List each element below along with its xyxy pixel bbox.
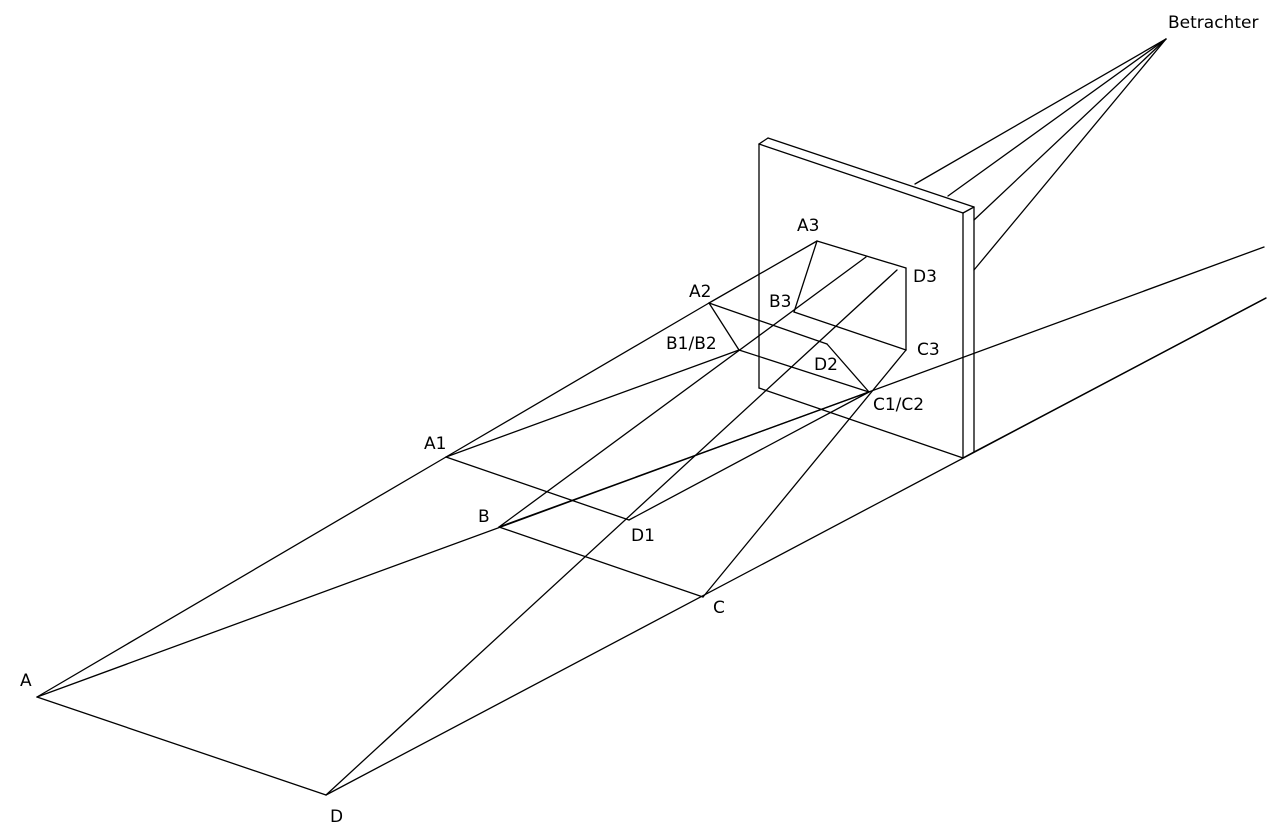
point-labels: Betrachter A B C D A1 D1 A2 B1/B2 D2 C1/… xyxy=(20,13,1258,827)
label-d1: D1 xyxy=(631,526,655,546)
label-a2: A2 xyxy=(689,282,711,302)
ground-edge-a-d xyxy=(36,696,327,796)
label-c3: C3 xyxy=(917,340,940,360)
far-ground-edges xyxy=(973,297,1267,453)
label-b1b2: B1/B2 xyxy=(666,334,717,354)
sight-ray-1 xyxy=(914,38,1167,185)
plane-bottom-right-join xyxy=(962,451,975,459)
edge-b3-c3 xyxy=(793,311,907,351)
label-d: D xyxy=(330,807,343,827)
edge-a3-b3 xyxy=(793,240,818,313)
plane-bottom-edge xyxy=(758,387,964,459)
label-c1c2: C1/C2 xyxy=(873,395,924,415)
image-plane xyxy=(758,137,975,459)
edge-a2-a3 xyxy=(708,240,818,304)
edge-a2-d2 xyxy=(708,302,828,345)
sight-ray-3 xyxy=(973,38,1167,221)
ground-edge-a-a1 xyxy=(36,456,447,698)
edge-b-c1c2 xyxy=(498,391,870,528)
plane-top-left-join xyxy=(758,137,769,145)
label-observer: Betrachter xyxy=(1168,13,1258,33)
ground-plane xyxy=(36,297,1267,796)
edge-a2-b1b2 xyxy=(708,302,740,351)
ray-c-c3 xyxy=(702,349,907,598)
projection-rays xyxy=(325,256,907,796)
projected-square xyxy=(793,240,907,351)
label-a: A xyxy=(20,671,32,691)
plane-top-edge xyxy=(758,143,964,214)
label-a1: A1 xyxy=(424,434,446,454)
label-c: C xyxy=(713,598,725,618)
plane-top-right-join xyxy=(962,206,975,214)
edge-b1b2-c1c2 xyxy=(738,349,870,393)
ray-d-d3 xyxy=(325,269,898,796)
plane-top-back-edge xyxy=(767,137,975,208)
edge-b-c xyxy=(498,526,704,598)
label-a3: A3 xyxy=(797,216,819,236)
edge-a1-b1b2 xyxy=(445,349,740,458)
edge-a1-d1 xyxy=(445,456,630,521)
square-level-1 xyxy=(445,302,870,598)
label-d3: D3 xyxy=(913,267,937,287)
ground-far-edge-right xyxy=(973,297,1267,453)
edge-a3-d3 xyxy=(816,240,907,269)
sight-ray-2 xyxy=(947,38,1167,197)
edge-d1-c1c2 xyxy=(628,391,870,521)
label-d2: D2 xyxy=(814,355,838,375)
ray-b-b3 xyxy=(498,256,867,528)
sight-ray-4 xyxy=(973,38,1167,271)
label-b: B xyxy=(478,507,490,527)
observer-rays xyxy=(914,38,1167,271)
edge-d2-c1c2 xyxy=(826,343,870,393)
label-b3: B3 xyxy=(769,292,791,312)
edge-a1-a2 xyxy=(445,302,710,458)
square-level-2 xyxy=(708,240,870,393)
